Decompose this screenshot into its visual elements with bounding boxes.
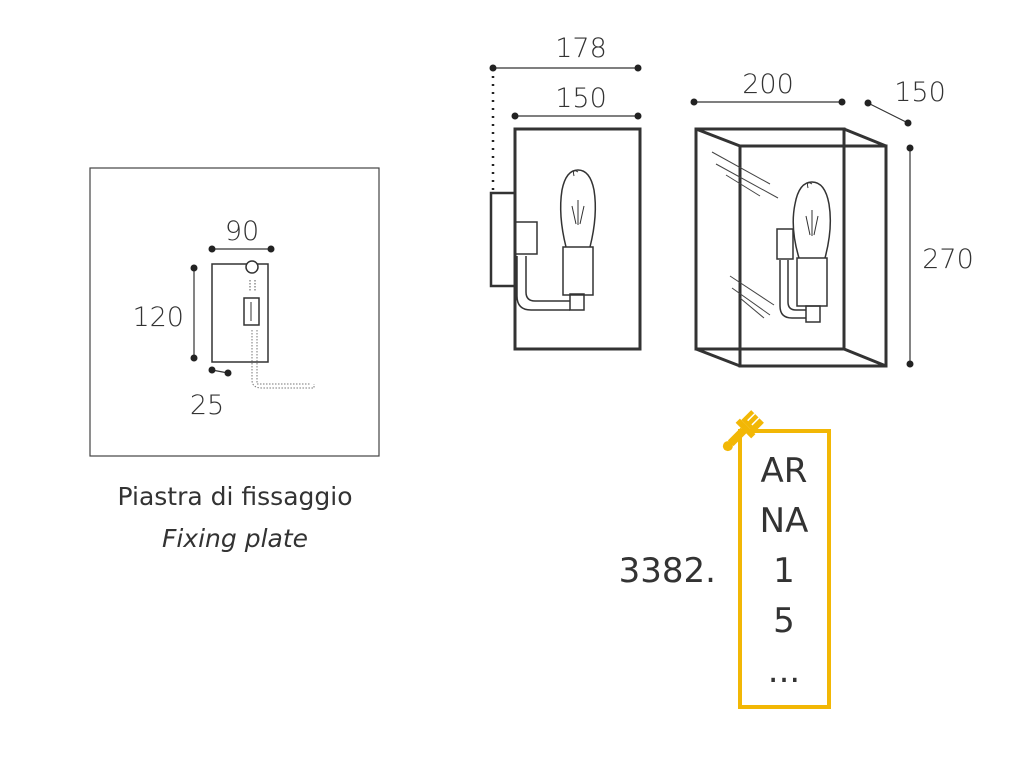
finish-option: AR bbox=[761, 451, 808, 491]
front-view: 200 150 270 bbox=[690, 69, 974, 368]
front-width-label: 200 bbox=[742, 69, 794, 100]
front-depth-label: 150 bbox=[894, 77, 946, 108]
side-overall-depth-label: 178 bbox=[555, 33, 607, 64]
side-view: 178 150 bbox=[489, 33, 642, 351]
side-body-depth-label: 150 bbox=[555, 83, 607, 114]
finish-box bbox=[738, 429, 831, 709]
fixing-plate-width-label: 90 bbox=[225, 216, 259, 247]
fixing-plate-caption-en: Fixing plate bbox=[162, 524, 308, 553]
fixing-plate-depth-label: 25 bbox=[190, 390, 224, 421]
fixing-plate-panel: 90 120 25 Piastra di fissaggio Fixing pl… bbox=[89, 167, 380, 553]
finish-option-more: ... bbox=[768, 651, 800, 691]
finish-option: 1 bbox=[773, 551, 795, 591]
fixing-plate-height-label: 120 bbox=[132, 302, 184, 333]
front-height-label: 270 bbox=[922, 244, 974, 275]
fixing-plate-outline bbox=[211, 263, 269, 363]
light-bulb-icon bbox=[559, 169, 597, 296]
finish-option: 5 bbox=[773, 601, 795, 641]
finish-option: NA bbox=[760, 501, 809, 541]
finish-options: AR NA 1 5 ... 3382. bbox=[619, 410, 831, 709]
paintbrush-icon bbox=[722, 410, 764, 452]
product-code: 3382. bbox=[619, 551, 716, 591]
fixing-plate-caption-it: Piastra di fissaggio bbox=[117, 482, 352, 511]
